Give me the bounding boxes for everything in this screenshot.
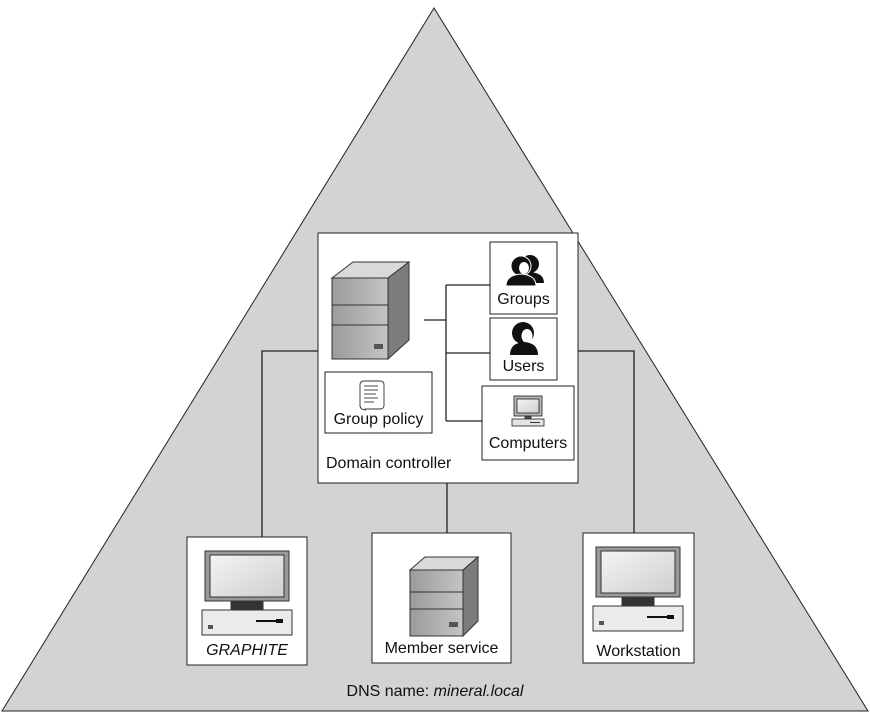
policy-scroll-icon [359, 380, 385, 411]
server-icon [330, 260, 411, 361]
groups-label: Groups [497, 291, 550, 308]
dns-name-caption: DNS name: mineral.local [335, 683, 535, 701]
user-icon [510, 322, 538, 355]
computers-label: Computers [488, 435, 568, 452]
desktop-computer-icon [592, 546, 684, 632]
domain-controller-label: Domain controller [326, 455, 452, 472]
graphite-label: GRAPHITE [206, 642, 288, 659]
group-icon [505, 255, 544, 287]
member-server-icon [408, 555, 480, 638]
dns-name-value: mineral.local [433, 683, 524, 700]
users-label: Users [502, 358, 545, 375]
group-policy-label: Group policy [333, 411, 424, 428]
dns-name-prefix: DNS name: [346, 683, 434, 700]
connection-lines [261, 350, 635, 537]
desktop-computer-icon [201, 550, 293, 636]
dc-tree-lines [424, 284, 490, 422]
computer-icon [511, 395, 545, 427]
workstation-label: Workstation [596, 643, 681, 660]
member-service-label: Member service [384, 640, 499, 657]
